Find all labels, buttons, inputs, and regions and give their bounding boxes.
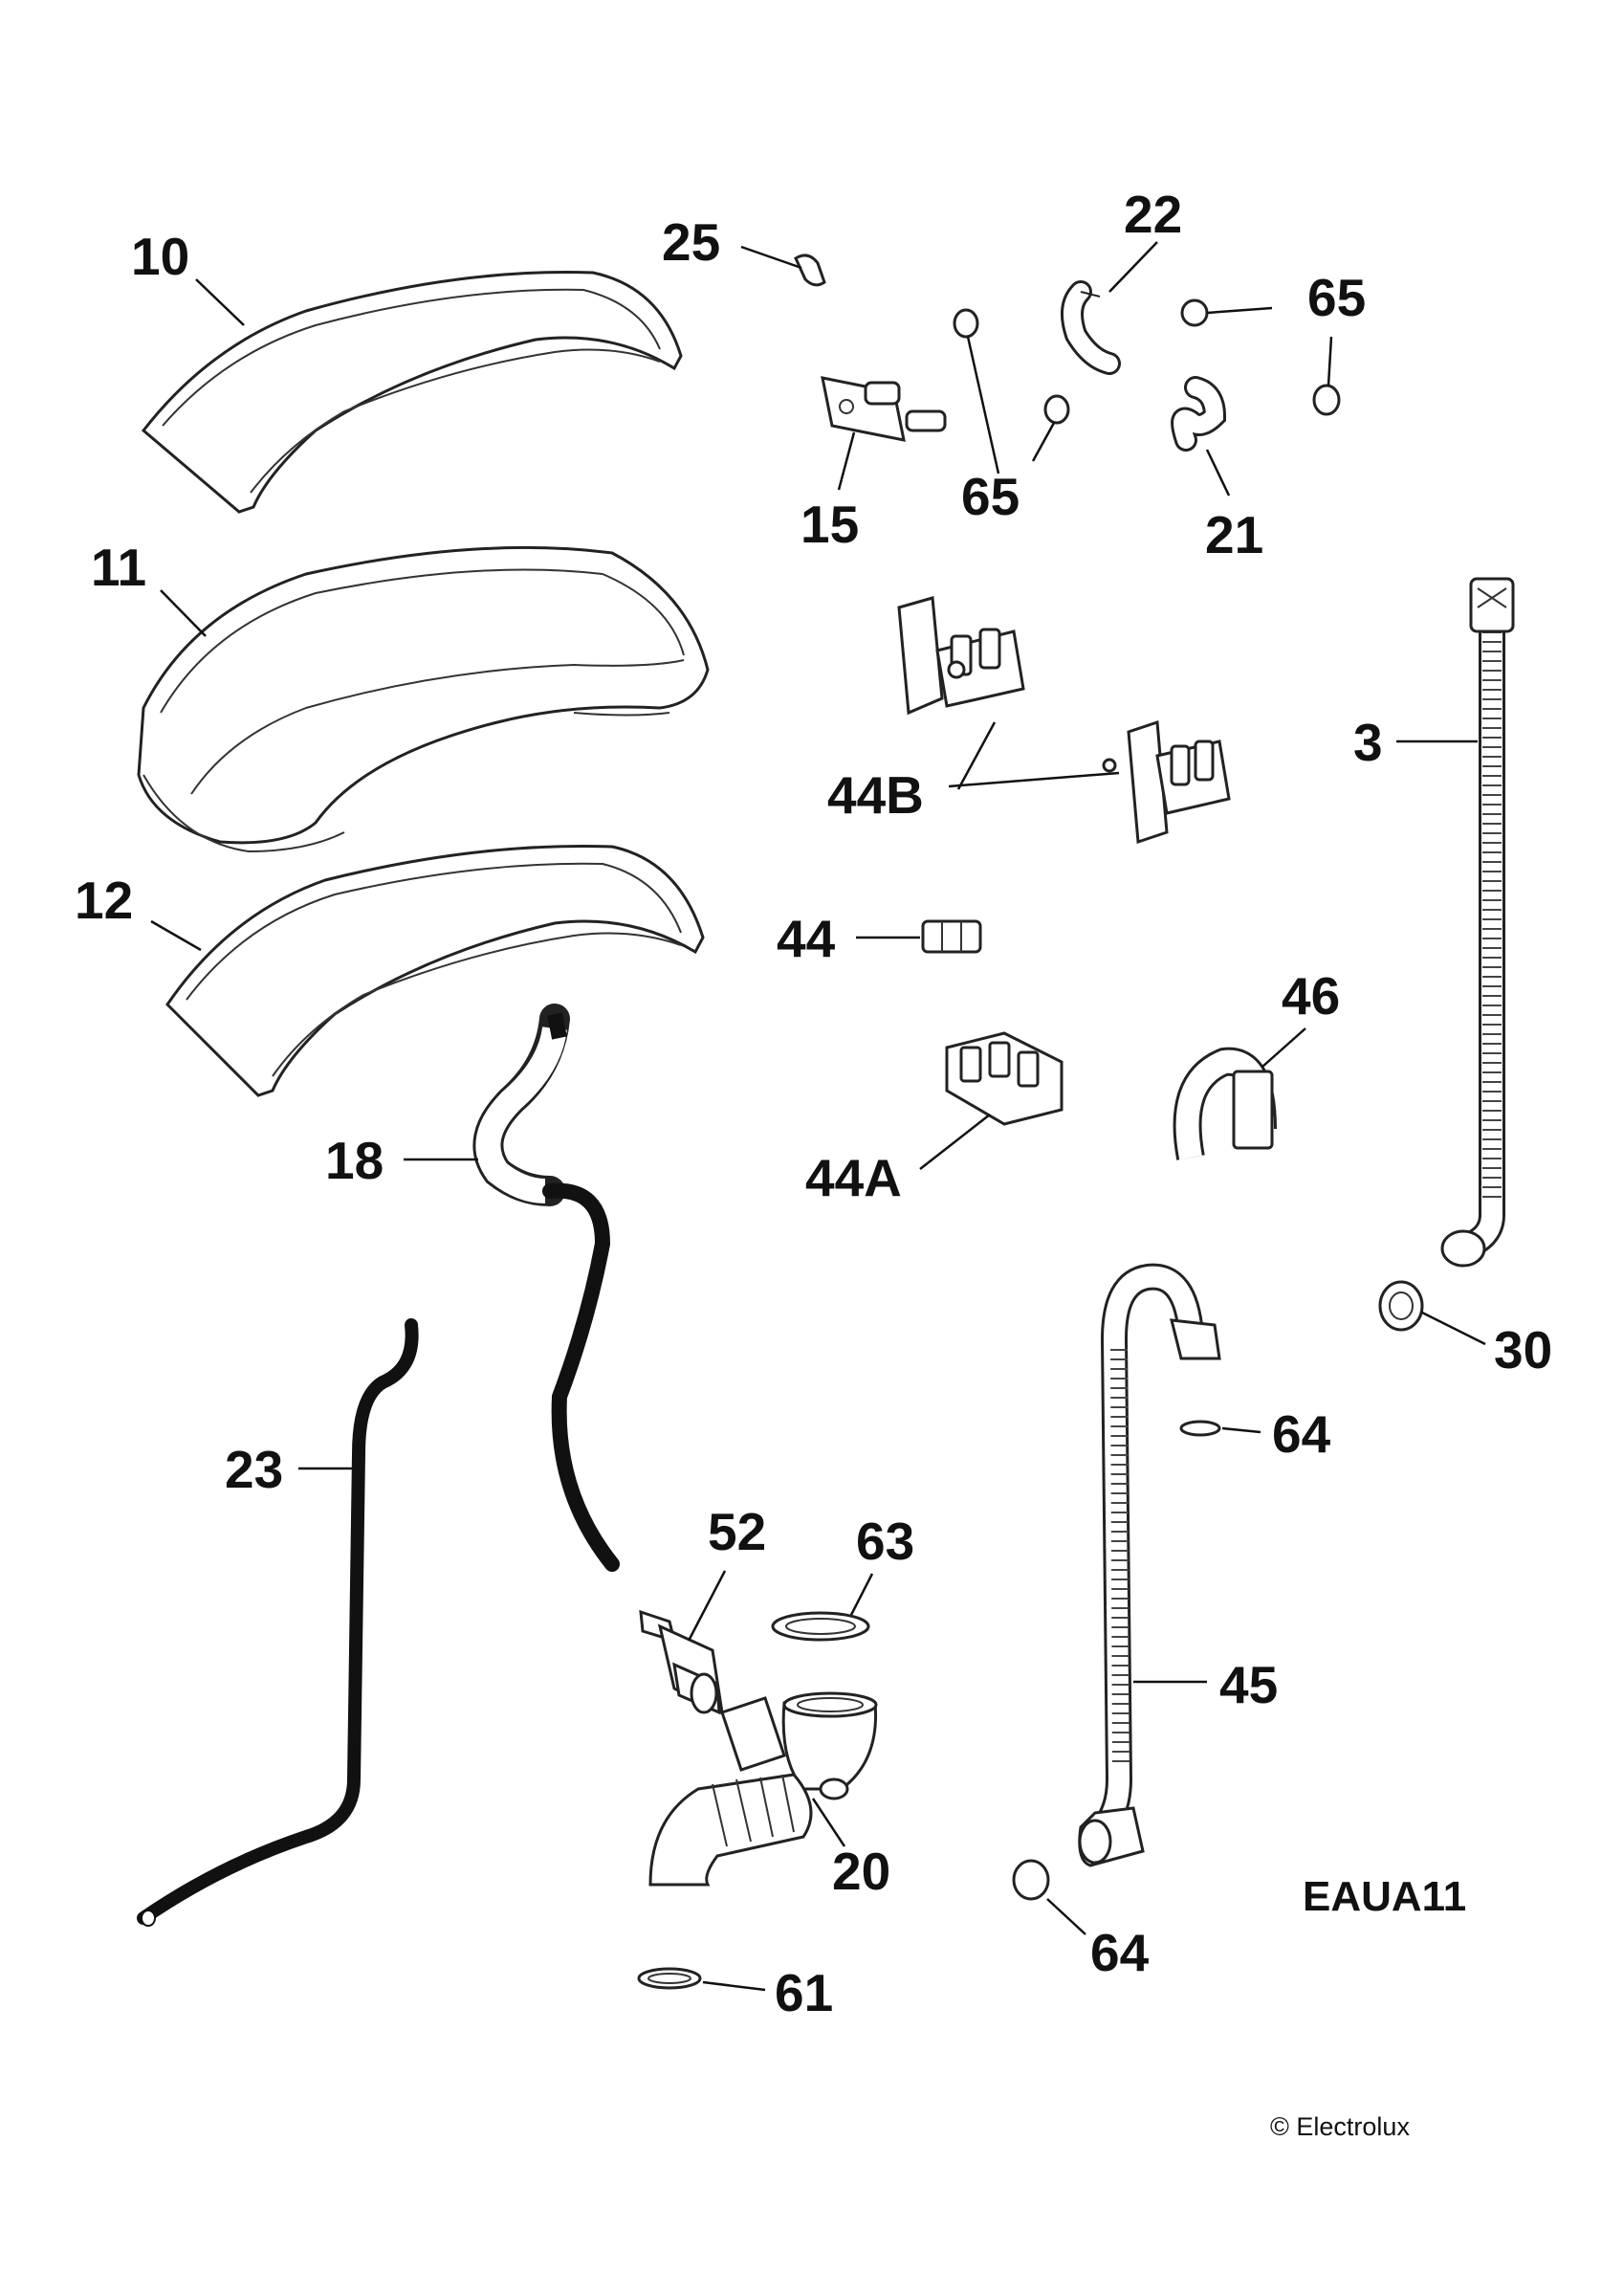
copyright-notice: © Electrolux xyxy=(1270,2112,1410,2141)
part-45-drain-hose xyxy=(1078,1263,1221,1867)
part-22-hose xyxy=(1061,280,1121,375)
label-64-upper: 64 xyxy=(1272,1404,1331,1464)
label-12: 12 xyxy=(75,871,133,930)
label-10: 10 xyxy=(131,227,189,286)
part-15-valve xyxy=(821,376,947,442)
part-3-inlet-hose xyxy=(1440,577,1515,1268)
part-11-door-seal xyxy=(137,545,710,853)
part-30-nut xyxy=(1378,1280,1424,1332)
label-22: 22 xyxy=(1124,185,1182,244)
part-52-fitting xyxy=(639,1609,724,1715)
label-65-center: 65 xyxy=(961,467,1020,526)
label-20: 20 xyxy=(832,1842,890,1901)
label-30: 30 xyxy=(1494,1320,1552,1380)
leader-lines xyxy=(150,241,1486,1992)
part-65-clamps xyxy=(953,298,1341,425)
label-11: 11 xyxy=(91,538,146,597)
label-65-right: 65 xyxy=(1307,268,1366,327)
part-44-clip xyxy=(921,919,982,954)
part-25-connector xyxy=(794,254,826,287)
part-46-hose-guide xyxy=(1173,1047,1277,1160)
label-44b: 44B xyxy=(827,765,924,825)
label-15: 15 xyxy=(801,495,859,554)
part-10-gasket-ring xyxy=(141,271,683,514)
part-63-clamp xyxy=(771,1611,870,1642)
label-44a: 44A xyxy=(805,1148,902,1207)
label-46: 46 xyxy=(1282,966,1340,1026)
label-23: 23 xyxy=(225,1440,283,1499)
part-61-clamp xyxy=(637,1967,702,1990)
label-61: 61 xyxy=(775,1963,833,2022)
label-44: 44 xyxy=(777,909,836,968)
label-63: 63 xyxy=(856,1512,914,1571)
label-64-lower: 64 xyxy=(1090,1923,1150,1982)
part-21-hose xyxy=(1171,376,1227,452)
label-45: 45 xyxy=(1219,1655,1278,1714)
diagram-code: EAUA11 xyxy=(1303,1873,1466,1920)
part-64-clamps xyxy=(1012,1420,1221,1901)
part-44b-clip-assemblies xyxy=(897,596,1231,845)
part-labels: 10 11 12 25 22 65 65 15 21 3 44B 44 46 4… xyxy=(75,185,1552,2022)
label-52: 52 xyxy=(708,1502,766,1561)
part-18-hose xyxy=(472,1004,620,1572)
label-18: 18 xyxy=(325,1131,384,1190)
part-20-sump-hose xyxy=(648,1691,878,1887)
part-44a-clip xyxy=(945,1031,1064,1126)
label-21: 21 xyxy=(1205,505,1263,564)
label-3: 3 xyxy=(1353,713,1383,772)
part-12-gasket-ring xyxy=(165,844,705,1097)
label-25: 25 xyxy=(662,212,720,272)
part-23-hose xyxy=(137,1318,419,1927)
